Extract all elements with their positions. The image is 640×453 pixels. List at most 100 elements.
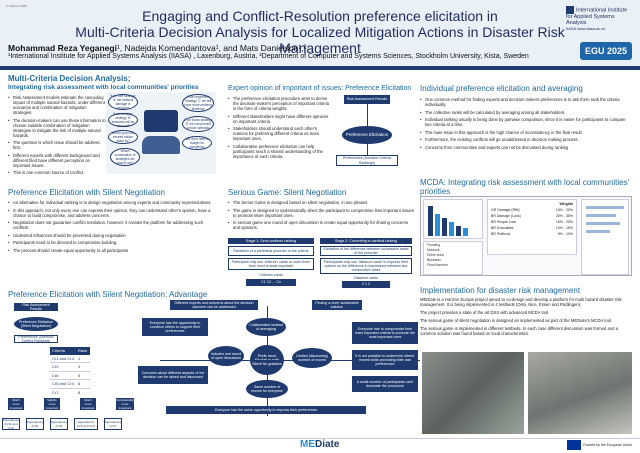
speech-cloud: If we use strategy 'A' the network damag… <box>108 94 138 110</box>
paragraph: The serious game is implemented in diffe… <box>420 326 618 336</box>
mcda-dashboard: Flooding Network Entire area Business Fl… <box>420 196 632 276</box>
paragraph: MEDiate is a Horizon Europe project aime… <box>420 297 622 307</box>
s7-risk-box: Risk Assessment Results <box>14 303 58 311</box>
advantage-node: A small number of participants can't dom… <box>352 376 418 392</box>
table-row: Cr6 5 <box>50 372 90 380</box>
weights-row-label: BR People Loss <box>491 220 517 224</box>
weights-table: Weights GR Damage (RBI)15% - 20% BR Dama… <box>487 199 577 255</box>
iiasa-logo: International Institute for Applied Syst… <box>566 6 634 31</box>
iiasa-url: IIASA www.iiasa.ac.at <box>566 26 605 31</box>
list-item: Negotiation does not guarantee conflict … <box>8 220 216 230</box>
risk-results-box: Risk Assessment Results <box>344 95 390 104</box>
list-item: In serious game one round of open discus… <box>228 220 414 230</box>
side-bar <box>586 206 624 209</box>
s5-bullets: The Serios Game is designed based on sil… <box>228 200 414 233</box>
weights-row-label: BR Preflood <box>491 232 510 236</box>
speech-cloud: If we implement Strategy 'C' we will hav… <box>182 94 214 112</box>
list-item: In this approach, not only every one can… <box>8 208 216 218</box>
legend-item: Business <box>427 258 441 262</box>
rank-cell-rank: 5 <box>78 372 81 378</box>
list-item: This is one common source of conflict. <box>8 170 106 175</box>
meeting-table-icon <box>144 110 178 132</box>
list-item: An alternative for individual ranking is… <box>8 200 216 205</box>
s7-preferences-box: Preferences (Decision Criteria Rankings) <box>14 335 58 343</box>
arrow <box>367 144 368 156</box>
weights-row: GR Damage (RBI)15% - 20% <box>491 207 573 213</box>
dependency-box: Dependency (Cr7) <box>104 418 122 430</box>
chart-bar <box>449 222 454 236</box>
brand-part-a: ME <box>300 439 315 450</box>
eu-flag-icon <box>567 440 582 450</box>
advantage-node: Includes one round of open discussion <box>208 346 244 366</box>
advantage-node: Limited (discussing) number of moves <box>292 348 332 368</box>
authors: Mohammad Reza Yeganegi¹, Nadejda Komenda… <box>8 43 306 53</box>
legend-item: Flood barriers <box>427 263 448 267</box>
s1-bullets: Risk Assessment models estimate the casc… <box>8 95 106 178</box>
legend-item: Entire area <box>427 253 444 257</box>
distance-cards-label: Distance cards <box>342 276 390 280</box>
advantage-node: Same number of moves for everyone <box>246 380 288 398</box>
side-bar <box>586 222 620 225</box>
dependency-box: Dependency (Cr5 and Cr4) <box>74 418 98 430</box>
rank-cell-rank: 1 <box>78 355 81 361</box>
s4-bullets: An alternative for individual ranking is… <box>8 200 216 255</box>
list-item: Collaborative preference elicitation can… <box>228 144 332 159</box>
weights-row-pct: 15% - 20% <box>555 208 573 212</box>
list-item: Different experts with different backgro… <box>8 153 106 168</box>
list-item: Furthermore, the existing conflicts will… <box>420 137 632 142</box>
s1-subtitle: Integrating risk assessment with local c… <box>8 84 199 91</box>
rank-cell-criteria: Cr1 and Cr4 <box>52 355 74 361</box>
mediate-logo: MEDiate <box>300 439 339 450</box>
list-item: Individual ranking usually is being done… <box>420 117 632 127</box>
weights-row-pct: 5% - 10% <box>557 232 573 236</box>
dependency-box: Dependency (Cr11 and Cr4) <box>2 417 20 431</box>
iiasa-name: International Institute for Applied Syst… <box>566 7 628 26</box>
rank-cell-criteria: Cr7 <box>52 389 59 395</box>
rank-table-header: Criteria Rank <box>50 347 90 355</box>
chart-bar <box>442 218 447 236</box>
affiliations: ¹International Institute for Applied Sys… <box>8 53 529 60</box>
paragraph: The project provides a state of the art … <box>420 310 550 315</box>
legend-panel: Flooding Network Entire area Business Fl… <box>423 241 483 275</box>
advantage-node: Everyone has the same opportunity to exp… <box>166 406 366 414</box>
s7-elicitation-node: Preference Elicitation (Silent Negotiati… <box>14 317 58 331</box>
egu-logo: EGU 2025 <box>580 42 632 60</box>
connector-line <box>267 306 268 416</box>
speech-cloud: If we follow strategy 'D' we can prevent… <box>182 116 214 132</box>
lead-author: Mohammad Reza Yeganegi <box>8 43 117 53</box>
stage1-step-a: Elicitation of a preliminal preorder of … <box>228 246 314 256</box>
brand-part-b: Diate <box>315 439 340 450</box>
s8-title: Implementation for disaster risk managem… <box>420 286 581 295</box>
s3-title: Individual preference elicitation and av… <box>420 84 583 93</box>
table-row: Cr1 and Cr4 1 <box>50 355 90 363</box>
weights-row-label: BR Damage (Loss) <box>491 214 521 218</box>
rank-col-criteria: Criteria <box>52 348 65 353</box>
advantage-node: Collaborative instead of averaging <box>246 318 286 336</box>
list-item: Different stakeholders might have differ… <box>228 114 332 124</box>
stage1-step-b: Participant only use 'criterion' cards t… <box>228 258 314 270</box>
rank-col-rank: Rank <box>78 348 88 353</box>
eu-funding: Funded by the European Union <box>567 440 632 450</box>
weights-row-pct: 10% - 15% <box>555 226 573 230</box>
arrow <box>367 104 368 128</box>
stage1-title: Stage 1: Semi-confined ranking <box>228 238 314 244</box>
eu-text: Funded by the European Union <box>583 442 632 447</box>
side-panel <box>581 199 629 275</box>
weights-row: BR Preflood 5% - 10% <box>491 231 573 237</box>
rank-cell-criteria: Cr6 <box>52 372 59 378</box>
people-icon <box>142 136 180 154</box>
rank-cell-rank: 6 <box>78 381 81 386</box>
bar-chart-panel <box>423 199 483 239</box>
list-item: The Serios Game is designed based on sil… <box>228 200 414 205</box>
dependency-box: Dependency (Cr6) <box>50 418 68 430</box>
advantage-node: Finding a more sustainable solution <box>312 300 362 310</box>
weights-row-label: BR Evacuated <box>491 226 514 230</box>
s1-illustration: If we use strategy 'A' the network damag… <box>106 92 216 174</box>
legend-item: Network <box>427 248 440 252</box>
header-band <box>0 66 640 70</box>
list-item: The process should create equal opportun… <box>8 248 216 253</box>
weights-row: BR Evacuated 10% - 15% <box>491 225 573 231</box>
